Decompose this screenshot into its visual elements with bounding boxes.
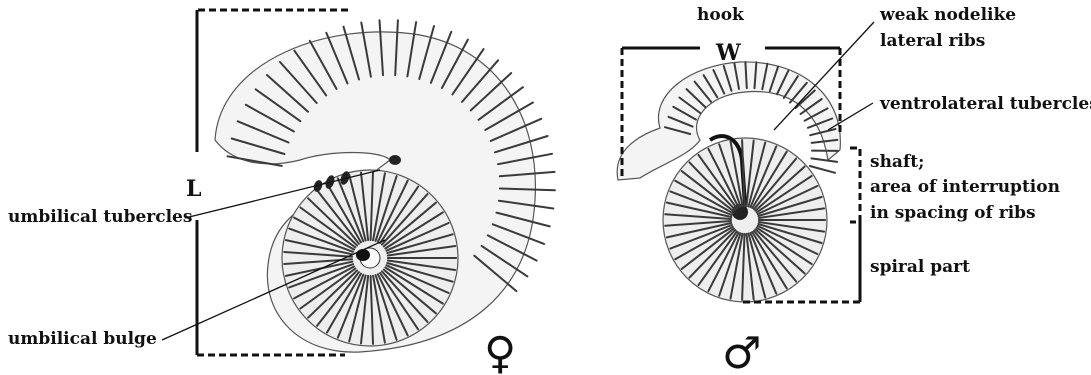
hook-label: hook <box>697 5 745 25</box>
width-label: W <box>715 40 741 66</box>
umbilical-bulge-label: umbilical bulge <box>8 329 157 349</box>
umbilical-tubercles-label: umbilical tubercles <box>8 207 192 227</box>
weak-ribs-label-line2: lateral ribs <box>880 31 985 51</box>
female-umbilical-bulge-mark <box>356 249 370 261</box>
shaft-bracket <box>850 148 860 222</box>
shell-rib <box>811 158 837 162</box>
shaft-label-line2: area of interruption <box>870 177 1060 197</box>
female-shell <box>215 20 555 352</box>
shaft-label-line3: in spacing of ribs <box>870 203 1036 223</box>
shell-rib <box>810 166 835 173</box>
weak-ribs-label-line1: weak nodelike <box>879 5 1016 25</box>
length-label: L <box>186 176 201 202</box>
male-symbol: ♂ <box>722 328 761 375</box>
spiral-part-label: spiral part <box>870 257 970 277</box>
ventrolateral-tubercles-label: ventrolateral tubercles <box>879 94 1091 114</box>
shell-rib <box>745 62 746 88</box>
male-shell <box>617 62 840 302</box>
shaft-label-line1: shaft; <box>870 152 924 172</box>
female-symbol: ♀ <box>484 328 516 375</box>
